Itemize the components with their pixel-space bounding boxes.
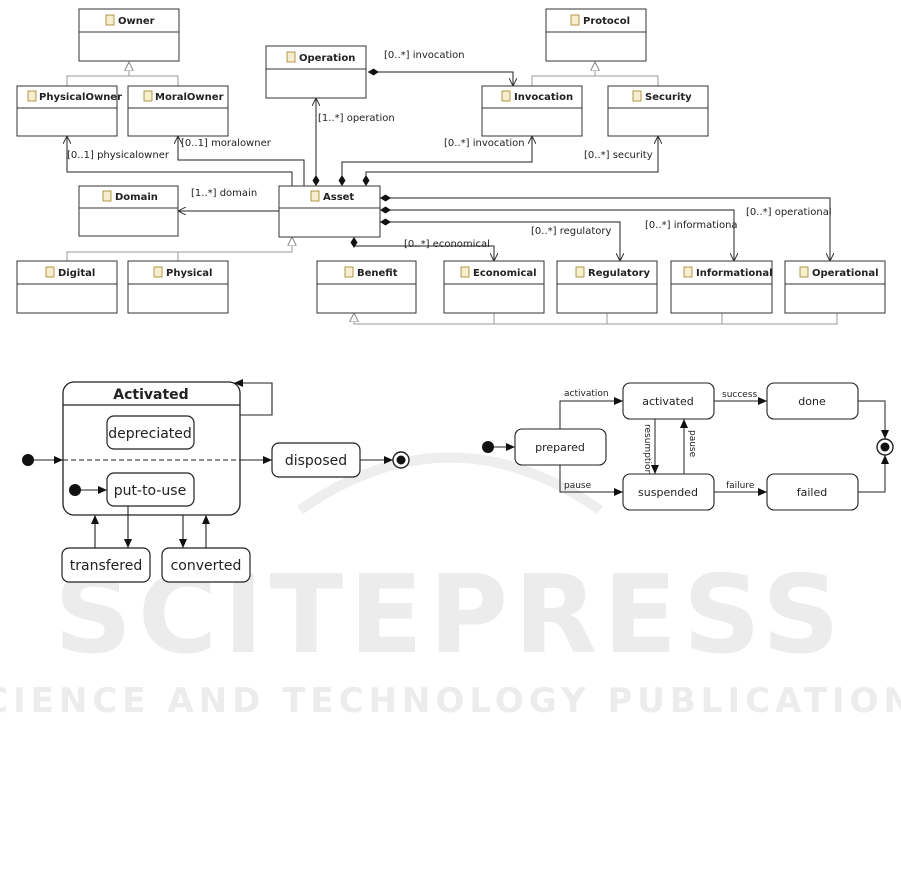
class-icon bbox=[460, 266, 470, 278]
class-name: Protocol bbox=[583, 16, 630, 27]
class-name: Operational bbox=[812, 268, 879, 279]
state-label: prepared bbox=[535, 441, 585, 454]
state-label: transfered bbox=[70, 558, 142, 574]
class-name: Owner bbox=[118, 16, 155, 27]
state-depreciated[interactable] bbox=[106, 415, 195, 450]
transition-label-activation: activation bbox=[564, 389, 609, 399]
class-security[interactable]: Security bbox=[607, 85, 709, 137]
class-name: Benefit bbox=[357, 268, 398, 279]
state-label: converted bbox=[171, 558, 242, 574]
label-asset-regulatory: [0..*] regulatory bbox=[531, 226, 611, 237]
class-icon bbox=[344, 266, 354, 278]
initial-pseudostate bbox=[69, 484, 81, 496]
class-name: Invocation bbox=[514, 92, 573, 103]
label-asset-economical: [0..*] economical bbox=[404, 239, 490, 250]
class-informational[interactable]: Informational bbox=[670, 260, 773, 314]
class-name: Operation bbox=[299, 53, 355, 64]
class-name: Digital bbox=[58, 268, 95, 279]
label-asset-security: [0..*] security bbox=[584, 150, 653, 161]
class-name: MoralOwner bbox=[155, 92, 224, 103]
operation-state-machine: prepared activated suspended done failed… bbox=[482, 382, 894, 511]
class-icon bbox=[575, 266, 585, 278]
class-moralowner[interactable]: MoralOwner bbox=[127, 85, 229, 137]
class-icon bbox=[286, 51, 296, 63]
label-asset-informational: [0..*] informationa bbox=[645, 220, 738, 231]
composite-title: Activated bbox=[113, 387, 188, 403]
class-icon bbox=[799, 266, 809, 278]
initial-pseudostate bbox=[22, 454, 34, 466]
class-icon bbox=[45, 266, 55, 278]
class-name: Asset bbox=[323, 192, 354, 203]
state-label: disposed bbox=[285, 453, 347, 469]
label-asset-invocation: [0..*] invocation bbox=[444, 138, 525, 149]
label-asset-operational: [0..*] operational bbox=[746, 207, 832, 218]
asset-state-machine: Activated depreciated put-to-use dispose… bbox=[22, 379, 410, 583]
transition-label-pause: pause bbox=[564, 481, 592, 491]
state-label: suspended bbox=[638, 486, 698, 499]
state-label: put-to-use bbox=[114, 483, 186, 499]
class-icon bbox=[632, 90, 642, 102]
class-icon bbox=[501, 90, 511, 102]
class-diagram: [0..*] invocation [1..*] operation [0..*… bbox=[16, 8, 886, 325]
class-physical[interactable]: Physical bbox=[127, 260, 229, 314]
watermark-subtitle: SCIENCE AND TECHNOLOGY PUBLICATIONS bbox=[0, 681, 901, 721]
class-icon bbox=[27, 90, 37, 102]
transition-label-pause-vertical: pause bbox=[687, 430, 697, 458]
class-name: Informational bbox=[696, 268, 773, 279]
class-name: Economical bbox=[473, 268, 537, 279]
label-asset-domain: [1..*] domain bbox=[191, 188, 257, 199]
transition-label-resumption: resumption bbox=[642, 424, 652, 475]
class-icon bbox=[143, 90, 153, 102]
class-benefit[interactable]: Benefit bbox=[316, 260, 417, 314]
watermark: SCITEPRESS SCIENCE AND TECHNOLOGY PUBLIC… bbox=[0, 452, 901, 721]
transition-label-success: success bbox=[722, 390, 758, 400]
class-asset[interactable]: Asset bbox=[278, 185, 381, 238]
state-label: activated bbox=[642, 395, 693, 408]
initial-pseudostate bbox=[482, 441, 494, 453]
class-icon bbox=[570, 14, 580, 26]
class-digital[interactable]: Digital bbox=[16, 260, 118, 314]
class-name: Security bbox=[645, 92, 692, 103]
class-icon bbox=[105, 14, 115, 26]
state-put-to-use[interactable] bbox=[106, 472, 195, 507]
class-operational[interactable]: Operational bbox=[784, 260, 886, 314]
class-operation[interactable]: Operation bbox=[265, 45, 367, 99]
class-regulatory[interactable]: Regulatory bbox=[556, 260, 658, 314]
generalization-lines bbox=[66, 62, 838, 325]
class-icon bbox=[153, 266, 163, 278]
class-protocol[interactable]: Protocol bbox=[545, 8, 647, 62]
class-name: PhysicalOwner bbox=[39, 92, 122, 103]
class-icon bbox=[683, 266, 693, 278]
class-name: Domain bbox=[115, 192, 158, 203]
class-physicalowner[interactable]: PhysicalOwner bbox=[16, 85, 122, 137]
class-owner[interactable]: Owner bbox=[78, 8, 180, 62]
class-domain[interactable]: Domain bbox=[78, 185, 179, 237]
class-invocation[interactable]: Invocation bbox=[481, 85, 583, 137]
class-icon bbox=[310, 190, 320, 202]
state-transfered[interactable] bbox=[61, 547, 151, 583]
class-economical[interactable]: Economical bbox=[443, 260, 545, 314]
class-name: Regulatory bbox=[588, 268, 651, 279]
label-asset-physicalowner: [0..1] physicalowner bbox=[67, 150, 170, 161]
class-icon bbox=[102, 190, 112, 202]
state-label: depreciated bbox=[108, 426, 192, 442]
label-asset-operation: [1..*] operation bbox=[318, 113, 395, 124]
label-op-invocation: [0..*] invocation bbox=[384, 50, 465, 61]
state-label: failed bbox=[797, 486, 827, 499]
watermark-arc bbox=[297, 452, 603, 515]
state-label: done bbox=[798, 395, 826, 408]
class-name: Physical bbox=[166, 268, 212, 279]
transition-label-failure: failure bbox=[726, 481, 755, 491]
association-lines bbox=[67, 72, 830, 261]
label-asset-moralowner: [0..1] moralowner bbox=[181, 138, 272, 149]
